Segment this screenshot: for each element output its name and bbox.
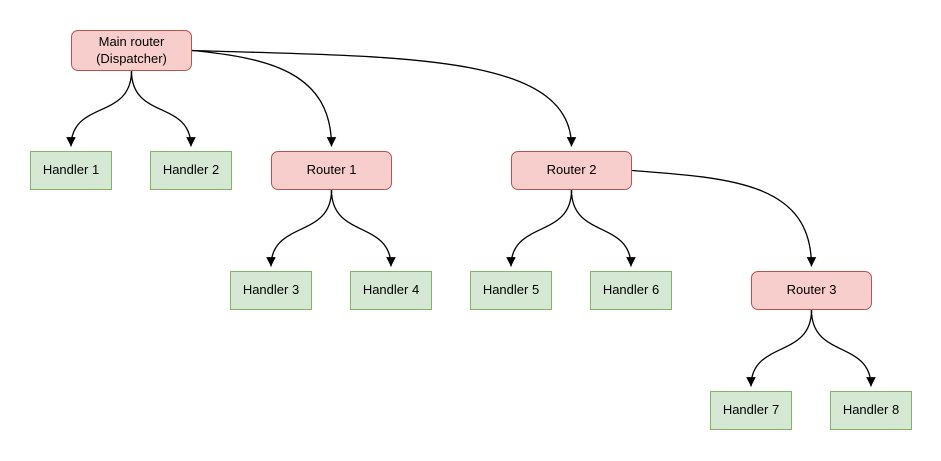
node-router-3[interactable]: Router 3 xyxy=(751,271,872,310)
node-handler-1-label: Handler 1 xyxy=(42,162,100,178)
node-router-1-label: Router 1 xyxy=(306,162,357,178)
edge-main-router-to-router-1 xyxy=(191,49,337,147)
node-main-router[interactable]: Main router (Dispatcher) xyxy=(71,30,192,71)
edge-main-router-to-handler-2 xyxy=(130,70,196,147)
node-router-2-label: Router 2 xyxy=(546,162,597,178)
edge-router-1-to-handler-3 xyxy=(266,189,333,267)
node-handler-8-label: Handler 8 xyxy=(842,402,900,418)
node-handler-8[interactable]: Handler 8 xyxy=(830,391,912,430)
node-router-3-label: Router 3 xyxy=(786,282,837,298)
node-handler-3-label: Handler 3 xyxy=(242,282,300,298)
node-router-2[interactable]: Router 2 xyxy=(511,151,632,190)
edge-main-router-to-router-2 xyxy=(191,49,577,147)
edge-router-3-to-handler-7 xyxy=(746,309,813,387)
node-handler-4[interactable]: Handler 4 xyxy=(350,271,432,310)
edge-main-router-to-handler-1 xyxy=(66,70,133,147)
node-main-router-label: Main router (Dispatcher) xyxy=(96,34,167,66)
node-handler-6-label: Handler 6 xyxy=(602,282,660,298)
node-handler-1[interactable]: Handler 1 xyxy=(30,151,112,190)
node-handler-5-label: Handler 5 xyxy=(482,282,540,298)
node-handler-7-label: Handler 7 xyxy=(722,402,780,418)
node-handler-5[interactable]: Handler 5 xyxy=(470,271,552,310)
edge-router-2-to-handler-5 xyxy=(506,189,573,267)
edge-router-2-to-handler-6 xyxy=(570,189,636,267)
edge-router-1-to-handler-4 xyxy=(330,189,396,267)
edge-router-3-to-handler-8 xyxy=(810,309,876,387)
edge-router-2-to-router-3 xyxy=(631,169,817,267)
node-router-1[interactable]: Router 1 xyxy=(271,151,392,190)
node-handler-4-label: Handler 4 xyxy=(362,282,420,298)
node-handler-2-label: Handler 2 xyxy=(162,162,220,178)
node-handler-2[interactable]: Handler 2 xyxy=(150,151,232,190)
node-handler-3[interactable]: Handler 3 xyxy=(230,271,312,310)
node-handler-6[interactable]: Handler 6 xyxy=(590,271,672,310)
node-handler-7[interactable]: Handler 7 xyxy=(710,391,792,430)
